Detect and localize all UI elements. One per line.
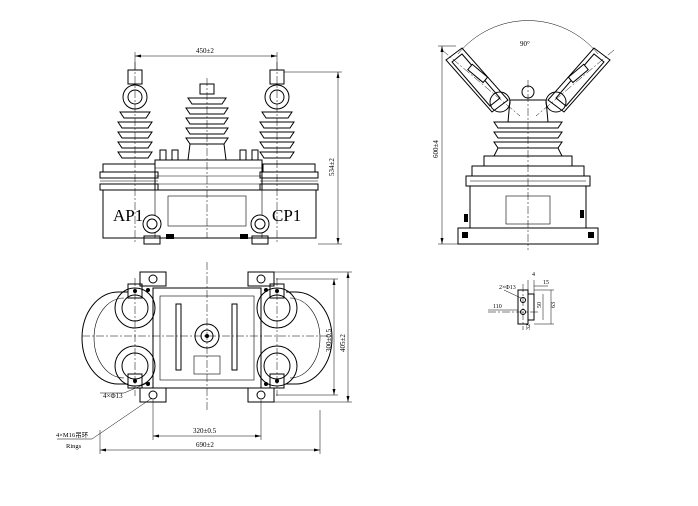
svg-text:4: 4 [532,272,535,278]
top-terminals [159,149,259,161]
svg-text:50: 50 [537,302,543,308]
right-bushing [259,62,295,244]
dim-side-height: 600±4 [432,45,458,245]
svg-text:320±0.5: 320±0.5 [193,427,217,435]
mount-tab-bl [139,387,167,403]
left-shell [99,163,159,191]
front-view: AP1 CP1 450±2 534±2 [99,47,342,245]
dim-front-height: 534±2 [284,71,342,245]
dim-inner-height: 300±0.5 [276,278,338,396]
svg-text:690±2: 690±2 [196,441,214,449]
dim-outer-height: 405±2 [274,271,352,403]
dim-angle: 90° [520,40,530,48]
plan-view: 300±0.5 405±2 4×Φ13 320±0.5 [56,262,352,454]
center-insulator [185,78,229,238]
side-view: 90° 600±4 [432,20,615,250]
terminal-detail: 2×Φ13 4 15 110 50 63 32 [488,272,557,330]
mount-tab-br [247,387,275,403]
svg-text:600±4: 600±4 [432,140,440,158]
mount-tab-tl [139,271,167,287]
svg-text:32: 32 [526,324,532,330]
svg-text:450±2: 450±2 [196,47,214,55]
side-right-arm [535,47,615,117]
svg-text:534±2: 534±2 [328,158,336,176]
right-lifting-ring [250,214,270,234]
note-rings-cn: 4×M16吊环 [56,431,89,439]
label-cp1: CP1 [272,206,301,225]
svg-text:405±2: 405±2 [339,334,347,352]
left-lifting-ring [142,214,162,234]
svg-text:300±0.5: 300±0.5 [325,328,333,352]
dim-top-width: 450±2 [134,47,278,70]
dim-holes: 4×Φ13 [103,392,123,400]
detail-dim-hole: 2×Φ13 [499,285,516,291]
svg-text:63: 63 [551,302,557,308]
right-shell [259,163,319,191]
svg-text:15: 15 [543,280,549,286]
note-rings-en: Rings [66,443,82,450]
svg-text:110: 110 [493,304,502,310]
dim-bolt-spacing: 320±0.5 [152,400,262,440]
dim-angle-arc [457,20,599,55]
side-left-arm [441,47,521,117]
dim-total-width: 690±2 [99,410,321,454]
mount-tab-tr [247,271,275,287]
label-ap1: AP1 [113,206,143,225]
